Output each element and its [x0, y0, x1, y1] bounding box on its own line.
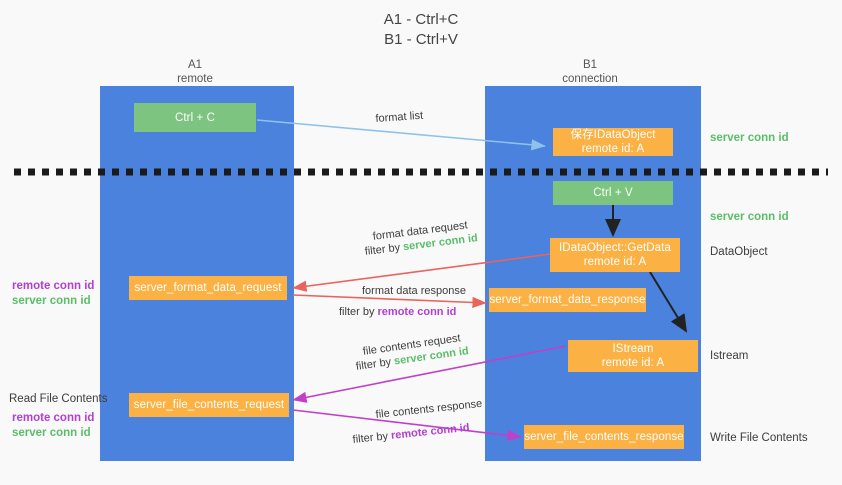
title-line-1: A1 - Ctrl+C — [383, 11, 459, 28]
node-save-idataobject[interactable]: 保存IDataObject remote id: A — [553, 128, 673, 156]
lane-a1-name: A1 — [187, 59, 203, 71]
node-idataobject-getdata[interactable]: IDataObject::GetData remote id: A — [550, 238, 680, 272]
right-label-write-file-contents: Write File Contents — [710, 432, 808, 444]
node-server-file-contents-response[interactable]: server_file_contents_response — [524, 425, 684, 449]
node-save-idataobject-line1: 保存IDataObject — [570, 129, 656, 141]
node-getdata-line2: remote id: A — [583, 256, 647, 268]
node-server-file-contents-request[interactable]: server_file_contents_request — [129, 393, 289, 417]
node-server-format-data-response-label: server_format_data_response — [489, 294, 646, 306]
filter-prefix: filter by — [364, 241, 404, 258]
filter-key-remote-conn-id: remote conn id — [377, 306, 457, 318]
right-label-server-conn-id-top: server conn id — [710, 132, 789, 144]
left-label-file-remote-conn-id: remote conn id — [12, 412, 95, 424]
node-istream-line2: remote id: A — [601, 357, 665, 369]
left-label-file-server-conn-id: server conn id — [12, 427, 91, 439]
lane-a1-subtitle: remote — [177, 73, 213, 85]
left-label-read-file-contents: Read File Contents — [9, 393, 108, 405]
lane-b1-name: B1 — [582, 59, 598, 71]
diagram-title: A1 - Ctrl+C B1 - Ctrl+V — [0, 10, 842, 50]
title-line-2: B1 - Ctrl+V — [384, 31, 458, 48]
node-ctrl-v[interactable]: Ctrl + V — [553, 181, 673, 205]
lane-header-b1: B1 connection — [515, 58, 665, 86]
node-server-format-data-request-label: server_format_data_request — [134, 282, 282, 294]
edge-label-format-list: format list — [375, 109, 424, 125]
node-istream[interactable]: IStream remote id: A — [568, 340, 698, 372]
left-label-format-server-conn-id: server conn id — [12, 295, 91, 307]
edge-label-format-data-response: format data response — [362, 285, 466, 297]
node-save-idataobject-line2: remote id: A — [581, 143, 645, 155]
edge-label-file-contents-response: file contents response — [375, 397, 483, 421]
filter-prefix: filter by — [352, 429, 392, 446]
node-server-format-data-response[interactable]: server_format_data_response — [489, 288, 646, 312]
edge-label-file-contents-response-filter: filter by remote conn id — [352, 421, 470, 447]
node-ctrl-v-label: Ctrl + V — [593, 187, 633, 199]
edge-label-format-data-response-filter: filter by remote conn id — [339, 305, 456, 319]
right-label-server-conn-id-mid: server conn id — [710, 211, 789, 223]
node-server-file-contents-request-label: server_file_contents_request — [133, 399, 285, 411]
left-label-format-remote-conn-id: remote conn id — [12, 280, 95, 292]
node-istream-line1: IStream — [612, 343, 654, 355]
right-label-dataobject: DataObject — [710, 246, 768, 258]
right-label-istream: Istream — [710, 350, 749, 362]
filter-prefix: filter by — [339, 306, 378, 318]
node-ctrl-c[interactable]: Ctrl + C — [134, 103, 256, 132]
filter-prefix: filter by — [355, 355, 395, 373]
filter-key-remote-conn-id: remote conn id — [390, 421, 471, 442]
node-ctrl-c-label: Ctrl + C — [174, 111, 216, 124]
lane-header-a1: A1 remote — [120, 58, 270, 86]
node-getdata-line1: IDataObject::GetData — [559, 242, 671, 254]
lane-b1-subtitle: connection — [562, 73, 618, 85]
node-server-format-data-request[interactable]: server_format_data_request — [129, 276, 287, 300]
node-server-file-contents-response-label: server_file_contents_response — [524, 431, 684, 443]
